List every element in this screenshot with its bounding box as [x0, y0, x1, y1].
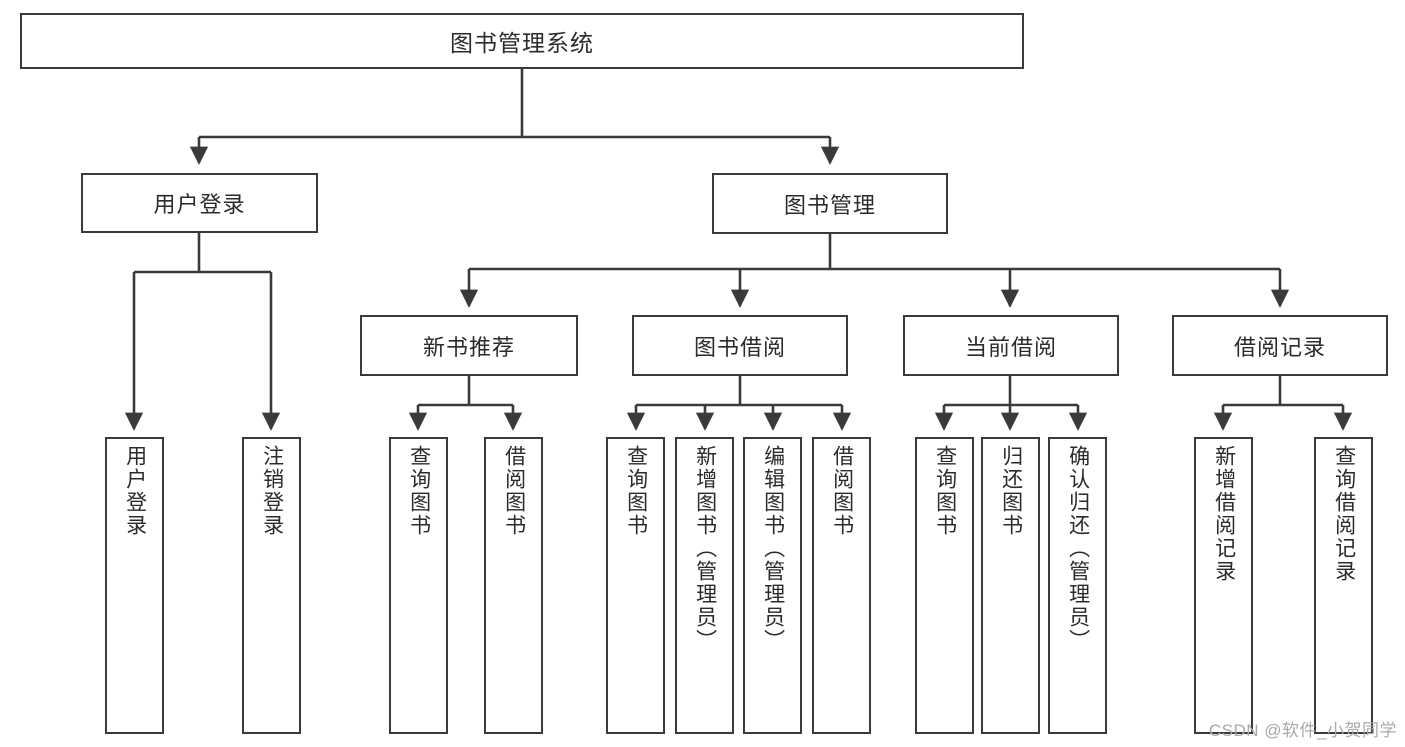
watermark-text: CSDN @软件_小贺同学: [1208, 721, 1397, 740]
leaf-borrow-add-book-admin[interactable]: 新增图书（管理员）: [675, 437, 734, 734]
node-label: 图书管理系统: [450, 30, 594, 56]
leaf-borrow-edit-book-admin[interactable]: 编辑图书（管理员）: [743, 437, 802, 734]
node-label: 图书管理: [783, 192, 876, 218]
leaf-record-add-record[interactable]: 新增借阅记录: [1194, 437, 1253, 734]
node-label: 用户登录: [123, 445, 147, 537]
node-user-login[interactable]: 用户登录: [81, 173, 318, 233]
node-root-system[interactable]: 图书管理系统: [20, 13, 1024, 69]
node-new-book-recommend[interactable]: 新书推荐: [360, 315, 578, 376]
node-label: 确认归还（管理员）: [1066, 445, 1090, 652]
node-book-management[interactable]: 图书管理: [712, 173, 948, 234]
leaf-current-return-book[interactable]: 归还图书: [981, 437, 1040, 734]
leaf-current-query-book[interactable]: 查询图书: [915, 437, 974, 734]
node-label: 借阅图书: [830, 445, 854, 537]
node-label: 新增图书（管理员）: [693, 445, 717, 652]
node-book-borrow[interactable]: 图书借阅: [632, 315, 848, 376]
node-label: 查询图书: [933, 445, 957, 537]
leaf-user-login-signin[interactable]: 用户登录: [105, 437, 164, 734]
node-label: 查询图书: [407, 445, 431, 537]
node-label: 新书推荐: [422, 334, 515, 360]
node-label: 注销登录: [260, 445, 284, 537]
node-current-borrow[interactable]: 当前借阅: [903, 315, 1119, 376]
leaf-current-confirm-return-admin[interactable]: 确认归还（管理员）: [1048, 437, 1107, 734]
node-label: 归还图书: [999, 445, 1023, 537]
leaf-record-query-record[interactable]: 查询借阅记录: [1314, 437, 1373, 734]
node-label: 用户登录: [153, 192, 246, 217]
node-label: 查询图书: [624, 445, 648, 537]
node-label: 查询借阅记录: [1332, 445, 1356, 583]
leaf-borrow-borrow-book[interactable]: 借阅图书: [812, 437, 871, 734]
node-label: 当前借阅: [964, 334, 1057, 360]
node-label: 编辑图书（管理员）: [761, 445, 785, 652]
leaf-borrow-query-book[interactable]: 查询图书: [606, 437, 665, 734]
node-borrow-record[interactable]: 借阅记录: [1172, 315, 1388, 376]
leaf-recommend-borrow-book[interactable]: 借阅图书: [484, 437, 543, 734]
leaf-user-login-signout[interactable]: 注销登录: [242, 437, 301, 734]
node-label: 借阅图书: [502, 445, 526, 537]
node-label: 新增借阅记录: [1212, 445, 1236, 583]
leaf-recommend-query-book[interactable]: 查询图书: [389, 437, 448, 734]
node-label: 借阅记录: [1233, 334, 1326, 360]
node-label: 图书借阅: [693, 334, 786, 360]
